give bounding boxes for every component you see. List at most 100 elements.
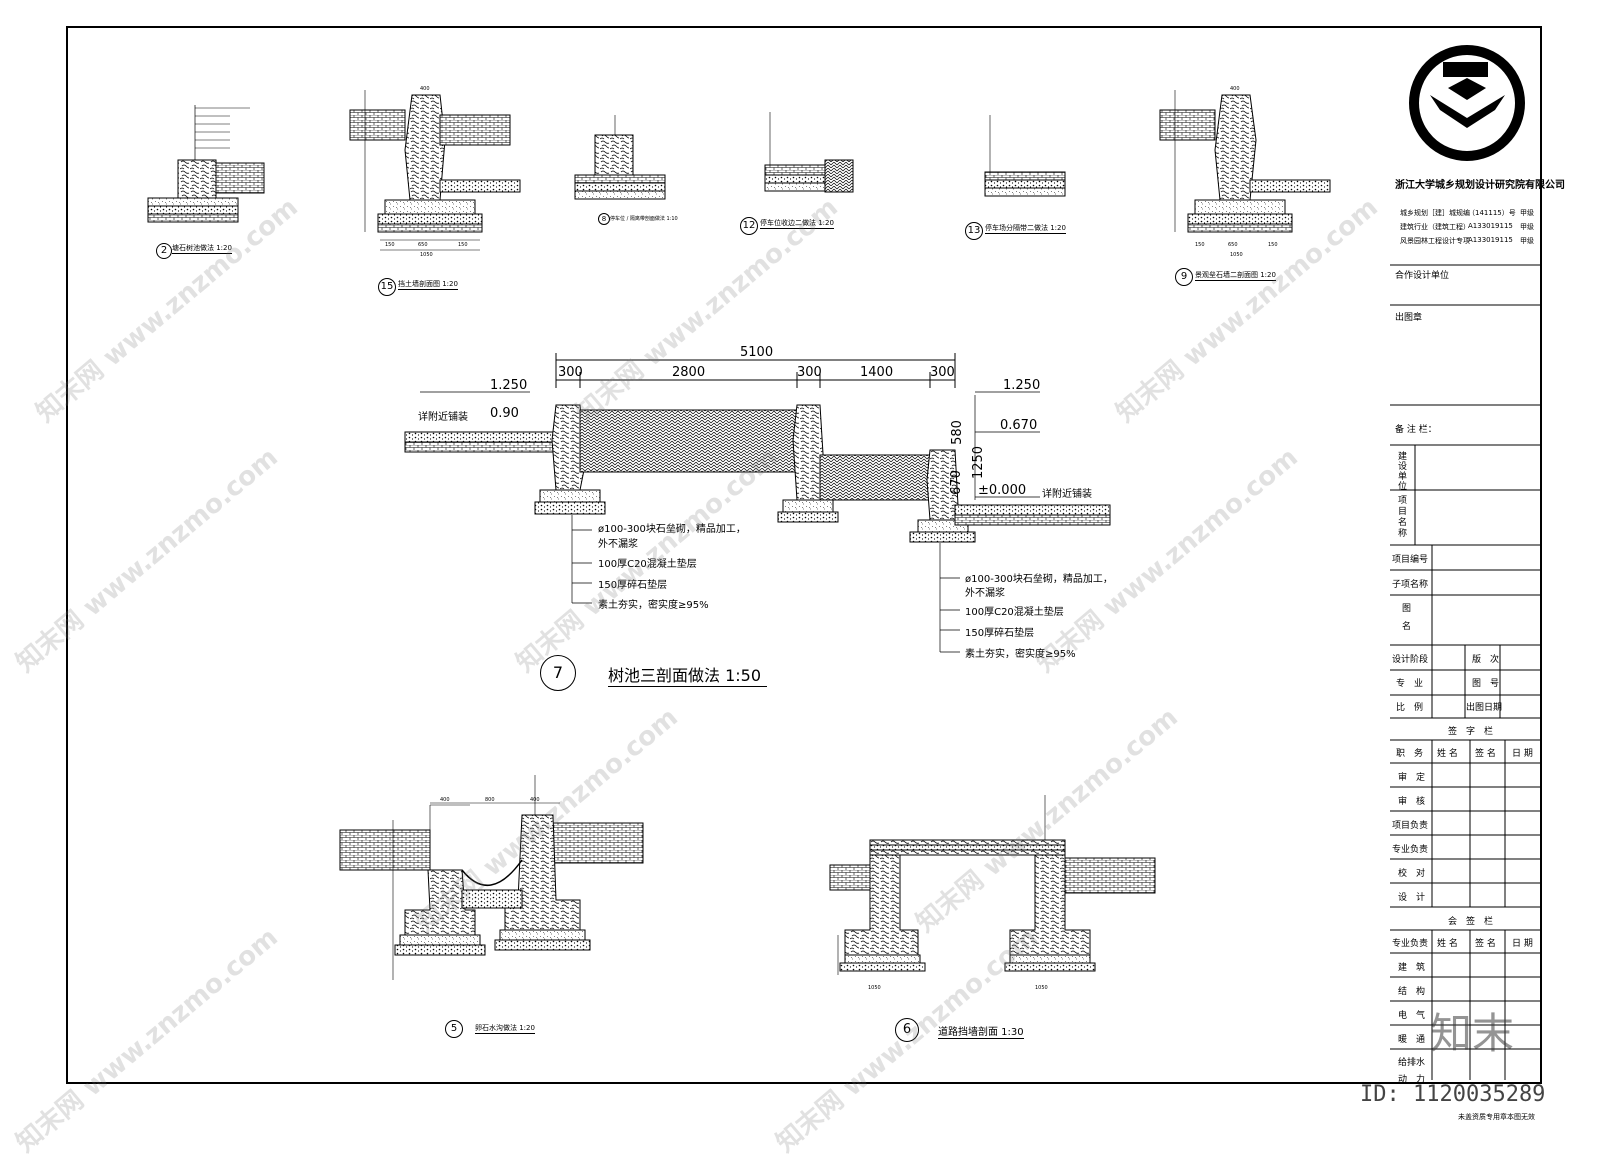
company-logo-graphic [1409,45,1525,161]
qual-1-label: 城乡规划［建］城规编 [1400,209,1470,217]
d9-dim-b3: 150 [1268,242,1278,248]
d7-height-670: 670 [948,470,964,495]
detail-7-title: 树池三剖面做法 1:50 [608,662,768,687]
d7-elev-right2: 0.670 [1000,418,1038,433]
tb-sign-col-2: 姓 名 [1437,749,1458,759]
drawing-frame [66,26,1542,1084]
d7-note-right-3: 100厚C20混凝土垫层 [965,607,1064,618]
detail-13-title: 停车场分隔带二做法 1:20 [985,224,1066,234]
tb-cs-row-2: 结 构 [1398,987,1426,997]
qual-2-code: A133019115 [1468,222,1513,230]
d6-dim-left: 1050 [868,985,881,991]
d5-dim-b: 800 [485,797,495,803]
detail-2-drawing [147,105,265,223]
detail-12-drawing [764,112,854,193]
d7-note-left-3: 100厚C20混凝土垫层 [598,559,697,570]
d15-dim-total: 1050 [420,252,433,258]
detail-9-title: 景观垒石墙二剖面图 1:20 [1195,271,1276,281]
tb-project-no: 项目编号 [1392,555,1429,565]
d7-note-right-2: 外不漏浆 [965,588,1005,599]
d5-dim-c: 400 [530,797,540,803]
d7-note-right-5: 素土夯实，密实度≥95% [965,649,1076,660]
d15-dim-top: 400 [420,86,430,92]
tb-footer: 未盖资质专用章本图无效 [1458,1113,1535,1121]
tb-sign-row-4: 专业负责 [1392,845,1429,855]
detail-9-number: 9 [1175,268,1193,286]
qual-2-grade: 甲级 [1520,223,1534,231]
tb-sign-header: 签 字 栏 [1448,727,1494,737]
detail-13-number: 13 [965,222,983,240]
tb-scale: 比 例 [1396,703,1424,713]
d7-note-pave-right: 详附近铺装 [1042,489,1092,500]
detail-8-number: 8 [598,213,610,225]
qual-1-code: （141115）号 [1468,209,1516,217]
d7-dim-seg-4: 1400 [860,365,894,380]
detail-6-number: 6 [895,1018,919,1042]
qual-3-grade: 甲级 [1520,237,1534,245]
tb-cs-col-1: 专业负责 [1392,939,1429,949]
brand-logo-text: 知末 [1430,1009,1515,1058]
tb-sub-item: 子项名称 [1392,580,1429,590]
tb-sign-col-4: 日 期 [1512,749,1533,759]
d7-note-left-4: 150厚碎石垫层 [598,580,668,591]
qual-1-grade: 甲级 [1520,209,1534,217]
tb-remarks: 备 注 栏： [1395,425,1437,435]
tb-sign-col-1: 职 务 [1396,749,1424,759]
d5-dim-a: 400 [440,797,450,803]
qual-3-label: 风景园林工程设计专项 [1400,237,1470,245]
d7-elev-right: 1.250 [1003,378,1041,393]
d15-dim-b2: 650 [418,242,428,248]
tb-cs-row-5: 给排水 [1398,1058,1426,1068]
d7-elev-left: 1.250 [490,378,528,393]
tb-cs-row-3: 电 气 [1398,1011,1426,1021]
tb-cs-col-3: 签 名 [1475,939,1496,949]
detail-15-title: 挡土墙剖面图 1:20 [398,280,458,290]
detail-12-title: 停车位收边二做法 1:20 [760,219,834,229]
d9-dim-total: 1050 [1230,252,1243,258]
d7-dim-seg-5: 300 [930,365,955,380]
d9-dim-top: 400 [1230,86,1240,92]
qual-2-label: 建筑行业（建筑工程） [1400,223,1470,231]
detail-2-title: 塘石树池做法 1:20 [172,244,232,254]
tb-countersign-header: 会 签 栏 [1448,917,1494,927]
tb-sign-row-2: 审 核 [1398,797,1426,807]
d7-note-left-1: ø100-300块石垒砌，精品加工， [598,524,746,535]
d7-height-1250: 1250 [971,445,987,480]
d7-note-pave-left: 详附近铺装 [418,412,468,423]
detail-12-number: 12 [740,217,758,235]
detail-5-title: 卵石水沟做法 1:20 [475,1024,535,1034]
tb-version: 版 次 [1472,655,1500,665]
d7-dim-seg-3: 300 [797,365,822,380]
d7-note-right-4: 150厚碎石垫层 [965,628,1035,639]
tb-sign-row-5: 校 对 [1398,869,1426,879]
tb-cs-col-4: 日 期 [1512,939,1533,949]
d7-dim-seg-1: 300 [558,365,583,380]
detail-7-drawing [404,353,1111,653]
detail-5-drawing [339,775,644,980]
tb-stage: 设计阶段 [1392,655,1429,665]
qual-3-code: A133019115 [1468,236,1513,244]
tb-cs-row-4: 暖 通 [1398,1035,1426,1045]
tb-discipline: 专 业 [1396,679,1424,689]
detail-9-drawing [1159,90,1331,233]
tb-project-name: 项目名称 [1398,496,1408,539]
d7-elev-zero: ±0.000 [978,483,1027,498]
tb-partner: 合作设计单位 [1395,271,1450,281]
tb-drawing-no: 图 号 [1472,679,1500,689]
tb-sign-row-3: 项目负责 [1392,821,1429,831]
tb-date: 出图日期 [1466,703,1503,713]
tb-cs-row-1: 建 筑 [1398,963,1426,973]
drawing-canvas [147,45,1542,1080]
tb-sign-row-1: 审 定 [1398,773,1426,783]
detail-13-drawing [984,115,1066,197]
d7-height-580: 580 [949,420,965,445]
d7-note-right-1: ø100-300块石垒砌，精品加工， [965,574,1113,585]
d15-dim-b3: 150 [458,242,468,248]
detail-15-number: 15 [378,278,396,296]
d15-dim-b1: 150 [385,242,395,248]
d7-elev-left2: 0.90 [490,406,519,421]
detail-8-title: 停车位 / 隔离带剖面做法 1:10 [610,216,678,222]
tb-build-unit: 建设单位 [1398,452,1408,492]
d7-dim-seg-2: 2800 [672,365,706,380]
d6-dim-right: 1050 [1035,985,1048,991]
